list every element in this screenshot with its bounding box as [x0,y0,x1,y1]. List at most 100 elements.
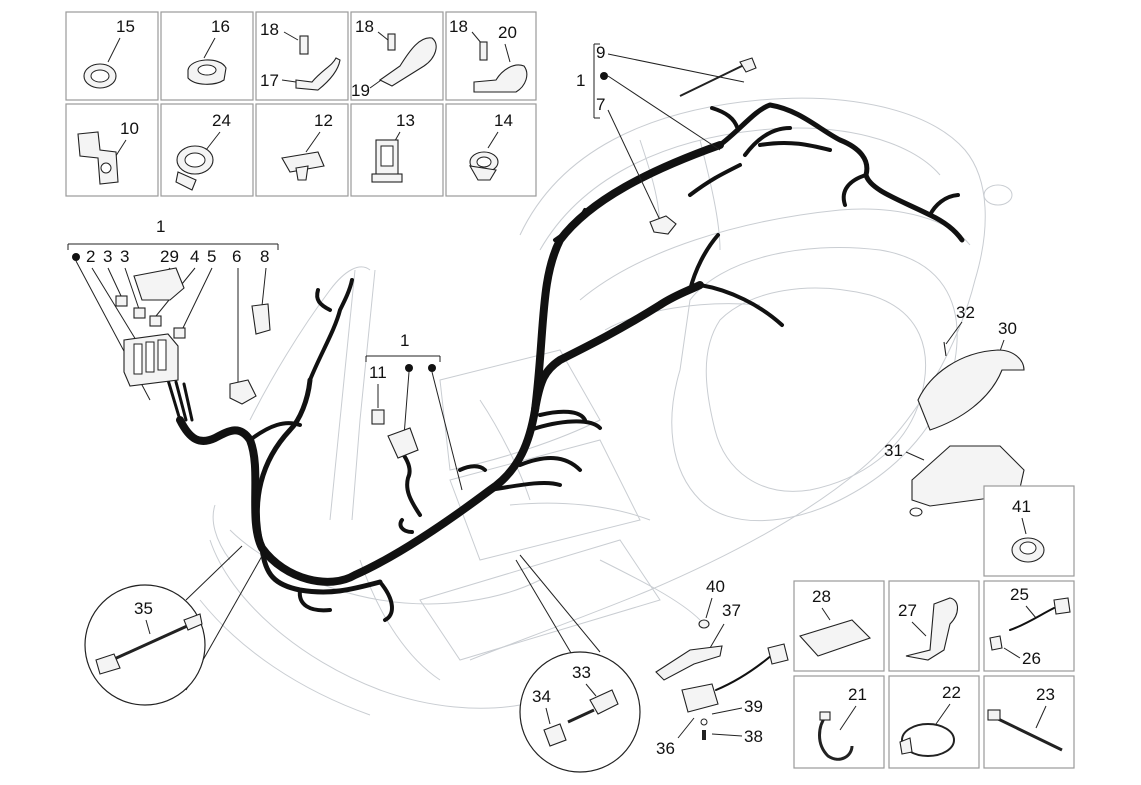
callout-32: 32 [956,303,975,322]
bracket-part [655,645,723,681]
sensor-wire-part [111,620,197,662]
callout-30: 30 [998,319,1017,338]
callout-33: 33 [572,663,591,682]
callout-1-top: 1 [576,71,585,90]
callout-group-middle: 1 11 [365,331,463,491]
detail-circle-33-34: 33 34 [515,554,641,773]
callout-group-left: 1 2 3 3 29 4 5 6 8 [67,217,279,405]
main-wiring-harness [166,102,965,622]
callout-1-mid: 1 [400,331,409,350]
grid-box-13: 13 [350,103,444,197]
callout-5: 5 [207,247,216,266]
callout-2: 2 [86,247,95,266]
connector-part [1053,597,1071,615]
callout-10: 10 [120,119,139,138]
grid-box-23: 23 [983,675,1075,769]
grid-box-41: 41 [983,485,1075,577]
grid-box-21: 21 [793,675,885,769]
screw-part [299,35,309,55]
fuse-part [133,307,146,319]
callout-8: 8 [260,247,269,266]
clip-part [251,303,271,335]
grommet-part [989,635,1003,651]
clip-part [281,151,325,173]
callout-18b: 18 [355,17,374,36]
callout-3a: 3 [103,247,112,266]
callout-29: 29 [160,247,179,266]
grid-box-27: 27 [888,580,980,672]
callout-4: 4 [190,247,199,266]
callout-11: 11 [369,363,387,382]
grid-box-24: 24 [160,103,254,197]
callout-39: 39 [744,697,763,716]
callout-18a: 18 [260,20,279,39]
fuse-part [371,409,385,425]
cover-part [917,349,1025,431]
fuse-holder-part [387,427,419,459]
pad-part [799,619,872,657]
connector-cap-part [543,723,567,747]
callout-16: 16 [211,17,230,36]
callout-37: 37 [722,601,741,620]
control-unit-part [681,683,719,713]
bracket-part [905,597,959,661]
callout-40: 40 [706,577,725,596]
clip-part [229,379,257,405]
callout-31: 31 [884,441,903,460]
grid-box-16: 16 [160,11,254,101]
callout-3b: 3 [120,247,129,266]
grid-box-10: 10 [65,103,159,197]
callout-group-1-7-9: 9 1 7 [576,43,757,235]
fuse-part [173,327,186,339]
clip-bracket-part [295,57,341,91]
detail-circle-35: 35 [84,545,263,706]
cable-tie-part [991,714,1063,752]
connector-part [95,653,121,675]
callout-18c: 18 [449,17,468,36]
callout-14: 14 [494,111,513,130]
callout-19: 19 [351,81,370,100]
fuse-part [149,315,162,327]
callout-22: 22 [942,683,961,702]
callout-group-30-32: 32 30 31 [884,303,1025,517]
screw-part [387,33,396,51]
clip-bracket-part [378,37,437,87]
grid-box-15: 15 [65,11,159,101]
grid-box-18-19: 18 19 [350,11,444,101]
callout-26: 26 [1022,649,1041,668]
grid-box-18-20: 18 20 [445,11,537,101]
screw-part [479,41,488,61]
fuse-part [115,295,128,307]
callout-12: 12 [314,111,333,130]
scooter-body-outline [199,97,1013,716]
callout-20: 20 [498,23,517,42]
grid-box-17-18: 18 17 [255,11,349,101]
cable-tie-part [679,63,747,97]
callout-36: 36 [656,739,675,758]
grid-box-25-26: 25 26 [983,580,1075,672]
connector-part [589,689,619,715]
callout-25: 25 [1010,585,1029,604]
callout-41: 41 [1012,497,1031,516]
callout-17: 17 [260,71,279,90]
grid-box-14: 14 [445,103,537,197]
callout-15: 15 [116,17,135,36]
cable-loop-part [901,723,955,757]
callout-27: 27 [898,601,917,620]
clip-bracket-part [473,64,528,93]
callout-23: 23 [1036,685,1055,704]
grid-box-22: 22 [888,675,980,769]
callout-38: 38 [744,727,763,746]
grid-box-12: 12 [255,103,349,197]
callout-13: 13 [396,111,415,130]
grid-box-28: 28 [793,580,885,672]
callout-21: 21 [848,685,867,704]
callout-28: 28 [812,587,831,606]
nut-part [698,619,710,629]
callout-7: 7 [596,95,605,114]
callout-6: 6 [232,247,241,266]
callout-34: 34 [532,687,551,706]
callout-9: 9 [596,43,605,62]
